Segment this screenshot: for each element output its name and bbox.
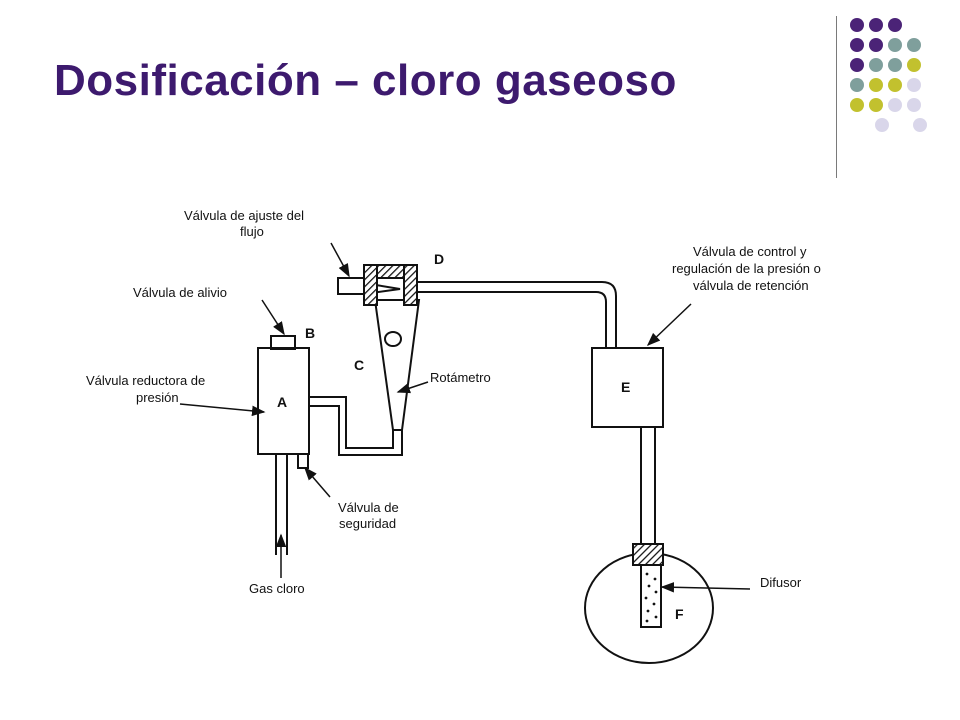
flow-adjust-valve-stem — [337, 277, 365, 295]
diffuser-cap — [632, 543, 664, 566]
decorative-dot — [850, 18, 864, 32]
label-safety-line2: seguridad — [339, 516, 396, 531]
rotameter-tube — [373, 299, 421, 431]
upper-pipe-outer — [416, 281, 617, 348]
leader-rotameter — [396, 381, 429, 394]
decorative-dot — [850, 38, 864, 52]
label-control-line2: regulación de la presión o — [672, 261, 821, 276]
letter-f: F — [675, 606, 684, 622]
decorative-dot — [888, 38, 902, 52]
rotameter-head-right — [403, 264, 418, 306]
leader-flow-adjust — [330, 242, 350, 278]
slide-title: Dosificación – cloro gaseoso — [54, 56, 677, 105]
label-control-line1: Válvula de control y — [693, 244, 807, 259]
decorative-dot — [888, 58, 902, 72]
decorative-dot — [869, 78, 883, 92]
decorative-dot — [913, 118, 927, 132]
tank-outline — [584, 552, 714, 664]
label-reducing-line2: presión — [136, 390, 179, 405]
letter-e: E — [621, 379, 630, 395]
upper-pipe-inner — [416, 291, 607, 348]
decorative-dot — [869, 38, 883, 52]
leader-diffuser — [660, 582, 751, 593]
decorative-dot-grid — [850, 12, 950, 162]
decorative-dot — [869, 18, 883, 32]
letter-c: C — [354, 357, 364, 373]
label-rotameter: Rotámetro — [430, 370, 491, 385]
decorative-dot — [850, 98, 864, 112]
decorative-dot — [888, 18, 902, 32]
label-flow-adjust-line1: Válvula de ajuste del — [184, 208, 304, 223]
decorative-dot — [907, 98, 921, 112]
decorative-dot — [869, 98, 883, 112]
decorative-dot — [907, 78, 921, 92]
decorative-dot — [875, 118, 889, 132]
label-gas-chlorine: Gas cloro — [249, 581, 305, 596]
control-valve-box — [591, 347, 664, 428]
relief-valve-cap — [270, 335, 296, 350]
letter-a: A — [277, 394, 287, 410]
leader-control — [646, 303, 692, 347]
label-safety-line1: Válvula de — [338, 500, 399, 515]
rotameter-float — [384, 331, 402, 347]
label-relief-valve: Válvula de alivio — [133, 285, 227, 300]
label-diffuser: Difusor — [760, 575, 802, 590]
u-tube-inner — [309, 405, 403, 456]
decorative-dot — [850, 78, 864, 92]
decorative-dot — [907, 38, 921, 52]
label-control-line3: válvula de retención — [693, 278, 809, 293]
letter-b: B — [305, 325, 315, 341]
title-divider — [836, 16, 837, 178]
decorative-dot — [869, 58, 883, 72]
diffuser-tube — [640, 564, 662, 628]
decorative-dot — [888, 98, 902, 112]
leader-reducing — [179, 403, 266, 417]
diffuser-stipple — [644, 572, 658, 623]
u-tube-outer — [309, 396, 394, 449]
leader-relief — [261, 299, 285, 336]
rotameter-head-left — [363, 264, 378, 306]
letter-d: D — [434, 251, 444, 267]
decorative-dot — [907, 58, 921, 72]
label-flow-adjust-line2: flujo — [240, 224, 264, 239]
label-reducing-line1: Válvula reductora de — [86, 373, 205, 388]
safety-valve-stub — [297, 453, 309, 469]
decorative-dot — [888, 78, 902, 92]
decorative-dot — [850, 58, 864, 72]
leader-safety — [304, 466, 331, 498]
